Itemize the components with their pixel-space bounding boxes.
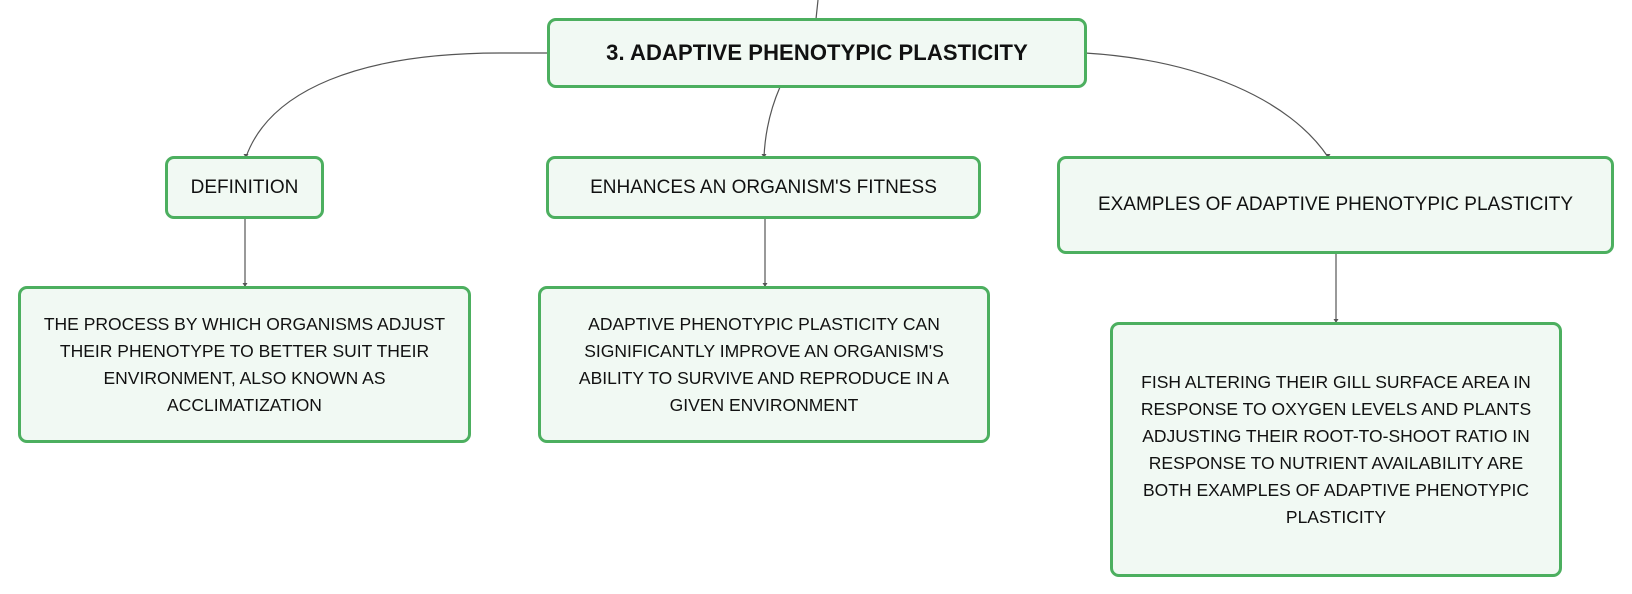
connector-root-to-fitness [763,86,781,158]
detail-node-fitness[interactable]: ADAPTIVE PHENOTYPIC PLASTICITY CAN SIGNI… [538,286,990,443]
connector-root-to-definition [245,52,549,158]
topic-label-examples: EXAMPLES OF ADAPTIVE PHENOTYPIC PLASTICI… [1097,194,1574,215]
detail-text-fitness: ADAPTIVE PHENOTYPIC PLASTICITY CAN SIGNI… [578,313,950,415]
connector-root-to-examples [1084,52,1329,158]
topic-label-definition: DEFINITION [190,176,299,198]
detail-text-examples: FISH ALTERING THEIR GILL SURFACE AREA IN… [1140,371,1532,527]
root-node[interactable]: 3. ADAPTIVE PHENOTYPIC PLASTICITY [547,18,1087,88]
topic-node-fitness[interactable]: ENHANCES AN ORGANISM'S FITNESS [546,156,981,219]
connector-from-parent [815,0,819,20]
root-node-label: 3. ADAPTIVE PHENOTYPIC PLASTICITY [606,40,1028,65]
detail-text-definition: THE PROCESS BY WHICH ORGANISMS ADJUST TH… [43,313,446,415]
topic-label-fitness: ENHANCES AN ORGANISM'S FITNESS [590,176,937,198]
topic-node-examples[interactable]: EXAMPLES OF ADAPTIVE PHENOTYPIC PLASTICI… [1057,156,1614,254]
detail-node-definition[interactable]: THE PROCESS BY WHICH ORGANISMS ADJUST TH… [18,286,471,443]
topic-node-definition[interactable]: DEFINITION [165,156,324,219]
detail-node-examples[interactable]: FISH ALTERING THEIR GILL SURFACE AREA IN… [1110,322,1562,577]
